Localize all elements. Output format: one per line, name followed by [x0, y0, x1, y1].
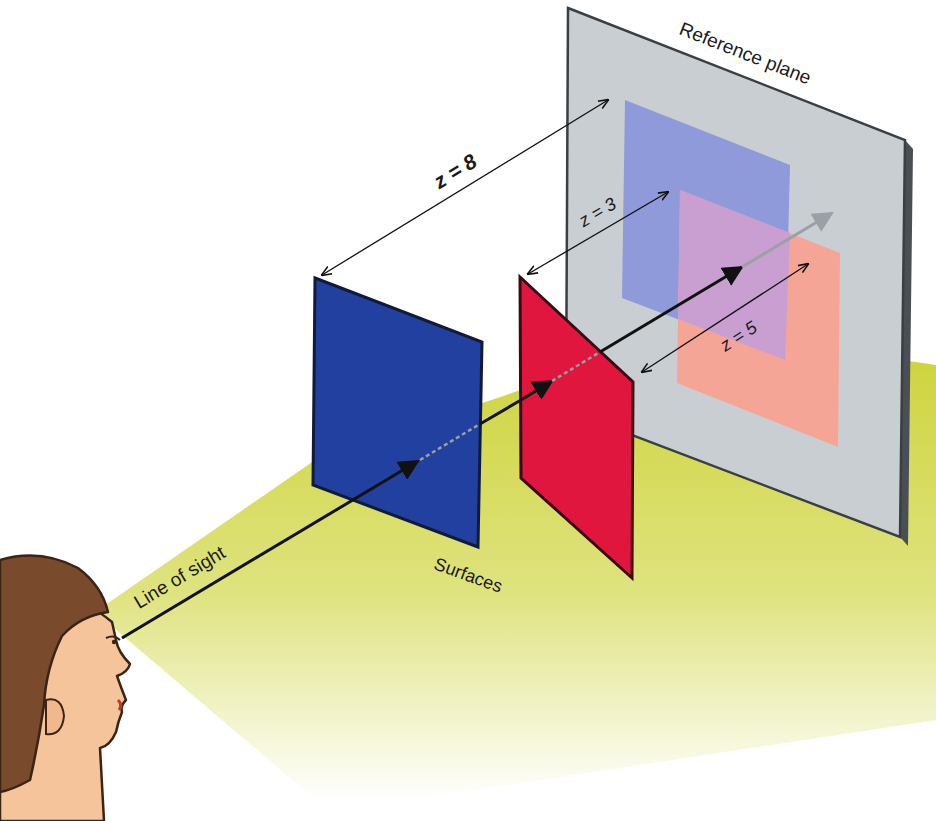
red-projection: [677, 190, 840, 447]
dimension-line: [528, 192, 668, 274]
label: z = 5: [717, 318, 761, 356]
label: Line of sight: [131, 543, 230, 614]
label: Reference plane: [676, 19, 813, 89]
sight-line: [521, 381, 552, 400]
label: z = 8: [429, 149, 480, 193]
viewer-head: [0, 556, 130, 821]
red-surface: [520, 277, 633, 578]
label: z = 3: [576, 194, 620, 231]
label: Surfaces: [431, 555, 505, 598]
sight-hidden: [420, 424, 480, 460]
blue-projection: [622, 100, 790, 360]
blue-surface: [313, 278, 482, 547]
dimension-line: [642, 264, 808, 372]
sight-line: [122, 461, 418, 638]
sight-continuation: [742, 213, 832, 267]
sight-hidden: [552, 352, 600, 381]
dimension-line: [322, 100, 608, 275]
overlap-projection: [678, 190, 790, 360]
sight-line: [480, 400, 521, 424]
